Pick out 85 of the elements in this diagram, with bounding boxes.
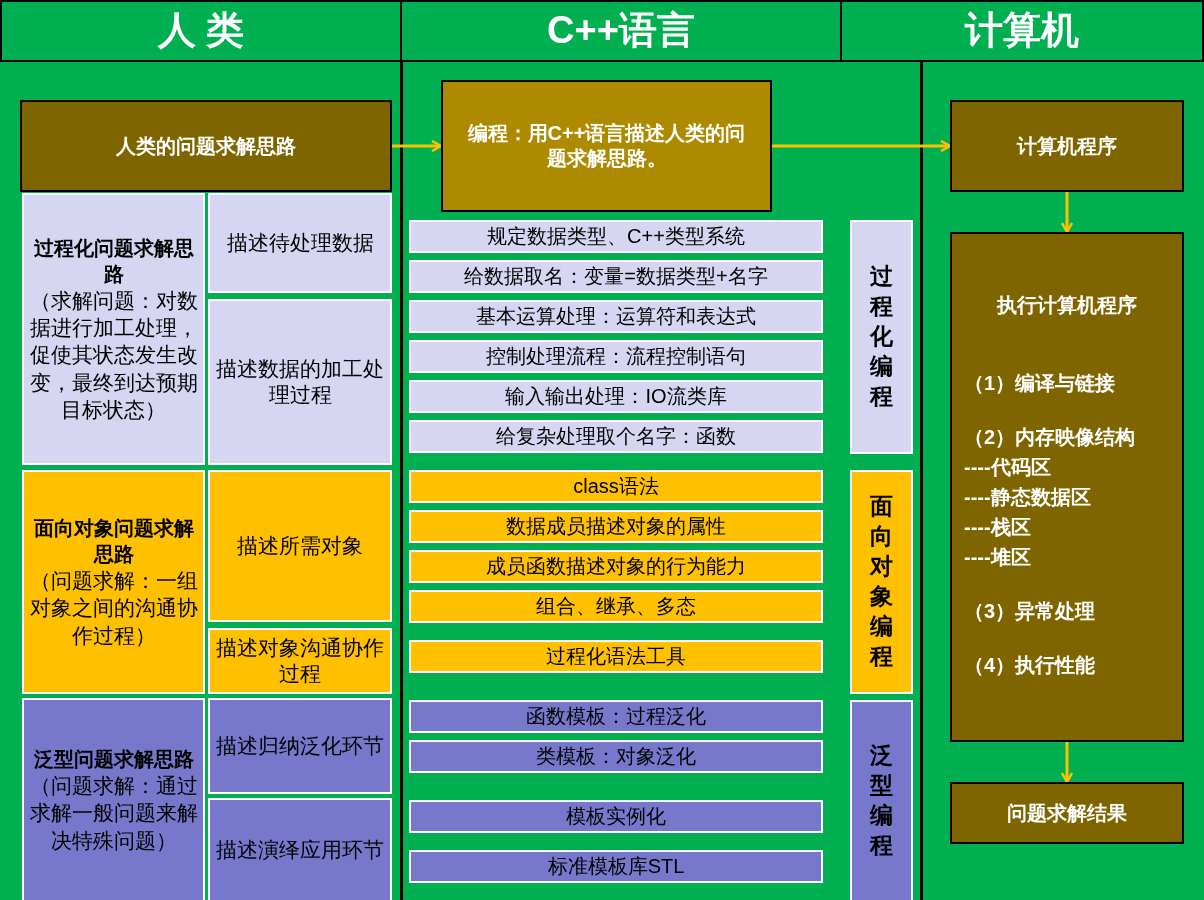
box-text: 控制处理流程：流程控制语句 (486, 344, 746, 369)
arrow (1060, 742, 1074, 784)
box-text: 编程：用C++语言描述人类的问题求解思路。 (467, 121, 746, 171)
box-description: （问题求解：通过求解一般问题来解决特殊问题） (28, 773, 199, 854)
box-text: 规定数据类型、C++类型系统 (487, 224, 745, 249)
vertical-label-box (850, 220, 913, 454)
arrow (772, 139, 952, 153)
box-text: 描述数据的加工处理过程 (215, 355, 385, 408)
vertical-label-box (850, 470, 913, 694)
feature-bar (409, 220, 823, 253)
list-item: ----代码区 (963, 455, 1051, 480)
process-box (950, 782, 1184, 844)
feature-bar (409, 510, 823, 543)
list-item: （1）编译与链接 (963, 371, 1116, 396)
box-text: 计算机 (965, 8, 1079, 54)
feature-bar (409, 700, 823, 733)
step-box (208, 193, 392, 293)
vertical-label: 面向对象编程 (870, 492, 893, 671)
list-item: （3）异常处理 (963, 599, 1096, 624)
box-text: 模板实例化 (566, 804, 666, 829)
step-box (208, 470, 392, 622)
feature-bar (409, 590, 823, 623)
box-description: （求解问题：对数据进行加工处理，促使其状态发生改变，最终到达预期目标状态） (28, 287, 199, 423)
box-heading: 面向对象问题求解思路 (32, 516, 195, 568)
box-text: class语法 (573, 474, 659, 499)
process-box (950, 100, 1184, 192)
feature-bar (409, 380, 823, 413)
column-header (840, 0, 1204, 62)
box-text: 人类的问题求解思路 (116, 133, 296, 159)
box-text: 类模板：对象泛化 (536, 744, 696, 769)
feature-bar (409, 470, 823, 503)
list-item: ----栈区 (963, 515, 1031, 540)
box-text: C++语言 (547, 8, 695, 54)
box-text: 过程化语法工具 (546, 644, 686, 669)
box-text: 输入输出处理：IO流类库 (505, 384, 727, 409)
box-description: （问题求解：一组对象之间的沟通协作过程） (28, 568, 199, 649)
approach-box (22, 698, 205, 900)
box-text: 标准模板库STL (547, 854, 685, 879)
list-item: （4）执行性能 (963, 653, 1096, 678)
box-text: 描述待处理数据 (226, 229, 374, 256)
approach-box (22, 193, 205, 465)
vertical-label: 过程化编程 (870, 262, 893, 411)
box-text: 人 类 (157, 8, 245, 54)
feature-bar (409, 640, 823, 673)
process-box (20, 100, 392, 192)
feature-bar (409, 340, 823, 373)
box-text: 描述演绎应用环节 (216, 836, 384, 863)
box-text: 描述所需对象 (237, 532, 363, 559)
step-box (208, 299, 392, 465)
feature-bar (409, 420, 823, 453)
arrow (392, 139, 443, 153)
box-text: 给复杂处理取个名字：函数 (496, 424, 736, 449)
column-header (400, 0, 842, 62)
arrow (1060, 192, 1074, 234)
feature-bar (409, 260, 823, 293)
step-box (208, 628, 392, 694)
list-item: ----静态数据区 (963, 485, 1091, 510)
feature-bar (409, 850, 823, 883)
box-text: 描述对象沟通协作过程 (215, 634, 385, 687)
box-text: 成员函数描述对象的行为能力 (486, 554, 746, 579)
box-heading: 执行计算机程序 (997, 293, 1137, 318)
step-box (208, 798, 392, 900)
feature-bar (409, 800, 823, 833)
box-text: 给数据取名：变量=数据类型+名字 (464, 264, 768, 289)
box-text: 基本运算处理：运算符和表达式 (476, 304, 756, 329)
vertical-label: 泛型编程 (870, 741, 893, 860)
process-box (950, 232, 1184, 742)
approach-box (22, 470, 205, 694)
box-text: 计算机程序 (1017, 133, 1117, 159)
list-item: （2）内存映像结构 (963, 425, 1136, 450)
feature-bar (409, 550, 823, 583)
vertical-label-box (850, 700, 913, 900)
process-box (441, 80, 772, 212)
box-heading: 泛型问题求解思路 (33, 747, 194, 773)
list-item: ----堆区 (963, 545, 1031, 570)
feature-bar (409, 740, 823, 773)
box-text: 问题求解结果 (1007, 800, 1127, 826)
box-heading: 过程化问题求解思路 (32, 235, 195, 287)
box-text: 组合、继承、多态 (536, 594, 696, 619)
box-text: 函数模板：过程泛化 (526, 704, 706, 729)
box-text: 描述归纳泛化环节 (216, 732, 384, 759)
column-header (0, 0, 402, 62)
step-box (208, 698, 392, 794)
box-text: 数据成员描述对象的属性 (506, 514, 726, 539)
feature-bar (409, 300, 823, 333)
